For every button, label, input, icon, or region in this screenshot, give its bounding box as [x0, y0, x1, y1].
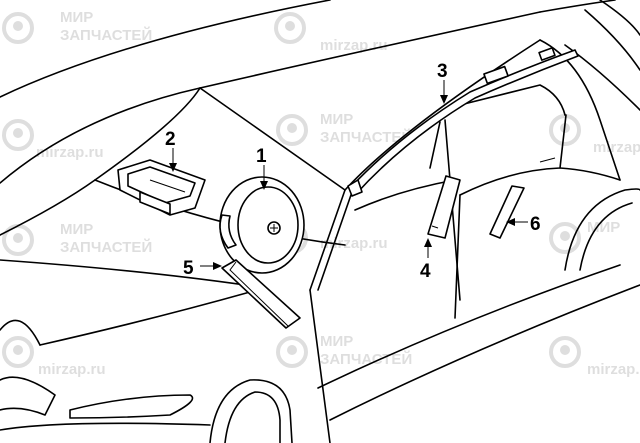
watermark-zapchastey: ЗАПЧАСТЕЙ: [320, 128, 412, 146]
pillar-airbag: [427, 175, 461, 239]
watermark-mir: МИР: [587, 219, 620, 236]
watermark-zapchastey: ЗАПЧАСТЕЙ: [60, 238, 152, 256]
watermark-zapchastey: ЗАПЧАСТЕЙ: [60, 26, 152, 44]
callout-4: 4: [420, 261, 431, 282]
watermark-logo: mirzap.ru: [274, 12, 388, 54]
knee-airbag: [221, 259, 301, 329]
callout-5: 5: [183, 258, 194, 279]
watermark-logo: МИР: [549, 219, 620, 254]
callout-6: 6: [530, 214, 541, 235]
watermark-logo: mirzap.ru: [549, 114, 640, 156]
watermark-url: mirzap.ru: [36, 144, 104, 161]
driver-airbag: [219, 176, 305, 274]
callout-arrows: [169, 80, 528, 270]
callout-3: 3: [437, 61, 448, 82]
watermark-logo: mirzap.ru: [2, 119, 104, 161]
passenger-airbag: [117, 159, 206, 216]
watermark-logo: МИР ЗАПЧАСТЕЙ: [276, 333, 412, 368]
watermark-url: mirzap.ru: [593, 139, 640, 156]
watermark-logo: mirzap.ru: [2, 336, 106, 378]
watermark-logo: МИР ЗАПЧАСТЕЙ: [276, 111, 412, 146]
watermark-url: mirzap.ru: [587, 361, 640, 378]
watermark-url: mirzap.ru: [38, 361, 106, 378]
callout-labels: 1 2 3 4 5 6: [165, 61, 541, 282]
watermark-logo: mirzap.ru: [549, 336, 640, 378]
watermark-logo: МИР ЗАПЧАСТЕЙ: [2, 9, 152, 44]
watermark-logo: МИР ЗАПЧАСТЕЙ: [2, 221, 152, 256]
watermark-mir: МИР: [320, 111, 353, 128]
watermark-mir: МИР: [60, 9, 93, 26]
callout-1: 1: [256, 146, 267, 167]
watermark-layer: МИР ЗАПЧАСТЕЙ mirzap.ru mirzap.ru МИР ЗА…: [2, 9, 640, 378]
watermark-mir: МИР: [60, 221, 93, 238]
watermark-url: mirzap.ru: [320, 235, 388, 252]
watermark-url: mirzap.ru: [320, 37, 388, 54]
callout-2: 2: [165, 129, 176, 150]
watermark-mir: МИР: [320, 333, 353, 350]
curtain-airbag: [347, 47, 579, 197]
door-airbag: [489, 185, 525, 239]
